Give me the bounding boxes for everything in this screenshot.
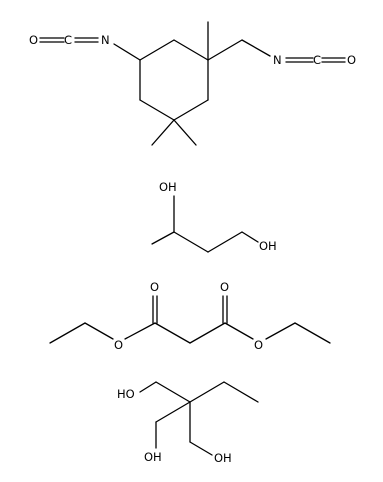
atom-label-oxygen: O: [29, 33, 38, 47]
bond: [151, 231, 175, 245]
atom-label-oxygen: O: [114, 338, 123, 352]
bond: [189, 381, 225, 403]
bond: [155, 381, 191, 403]
bond: [139, 39, 175, 61]
bond: [113, 43, 141, 61]
atom-label-oxygen: O: [220, 280, 229, 294]
bond: [173, 119, 197, 146]
bond: [223, 381, 259, 403]
atom-label-carbon: C: [313, 53, 321, 67]
bond: [139, 381, 157, 393]
molecule-isophorone-diisocyanate: O C N N C O: [29, 21, 356, 146]
bond: [224, 322, 254, 340]
atom-label-oxygen: O: [254, 338, 263, 352]
atom-label-carbon: C: [64, 33, 72, 47]
bond: [173, 39, 209, 61]
atom-label-nitrogen: N: [101, 33, 110, 47]
atom-label-oxygen: O: [347, 53, 356, 67]
bond: [265, 322, 296, 340]
bond: [124, 322, 156, 340]
bond: [154, 322, 191, 344]
atom-label-hydroxyl: OH: [259, 239, 277, 253]
bond: [189, 441, 213, 456]
molecule-butane-1-3-diol: OH OH: [151, 180, 277, 253]
atom-label-hydroxyl: OH: [159, 180, 177, 194]
atom-label-oxygen: O: [150, 280, 159, 294]
atom-label-hydroxyl: OH: [214, 451, 232, 465]
bond: [207, 39, 243, 61]
bond: [173, 231, 209, 253]
bond: [241, 231, 259, 243]
bond: [207, 231, 243, 253]
bond: [84, 322, 114, 340]
atom-label-nitrogen: N: [273, 53, 282, 67]
bond: [173, 99, 209, 121]
bond: [294, 322, 331, 344]
atom-label-hydroxyl: OH: [144, 450, 162, 464]
bond: [139, 99, 175, 121]
bond: [189, 322, 226, 344]
molecule-diethyl-malonate: O O O O: [49, 280, 331, 352]
atom-label-hydroxyl: HO: [117, 387, 135, 401]
bond: [155, 401, 191, 423]
bond: [151, 119, 175, 146]
bond: [49, 322, 86, 344]
bond: [241, 39, 271, 57]
molecule-trimethylolpropane: HO OH OH: [117, 381, 259, 465]
